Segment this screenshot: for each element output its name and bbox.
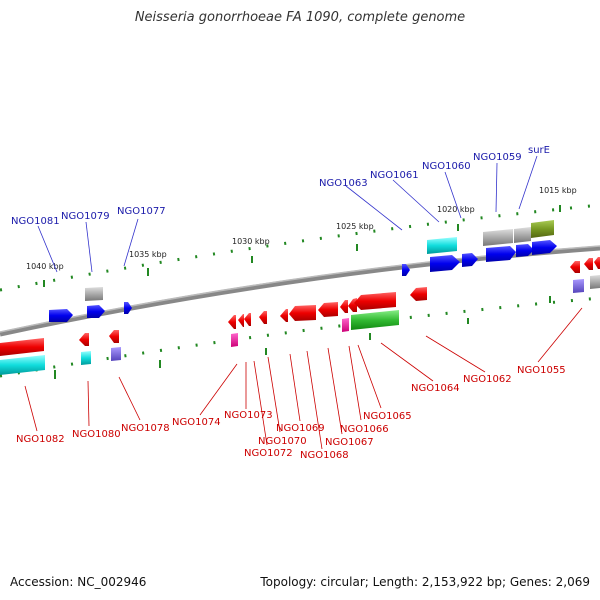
gene-arrow[interactable] xyxy=(244,313,251,326)
gene-arrow[interactable] xyxy=(49,309,73,322)
gene-arrow[interactable] xyxy=(340,300,348,313)
gene-arrow[interactable] xyxy=(351,310,399,330)
gene-arrow[interactable] xyxy=(590,275,600,289)
gene-arrow[interactable] xyxy=(486,246,516,262)
gene-arrow[interactable] xyxy=(85,287,103,301)
genome-summary-text: Topology: circular; Length: 2,153,922 bp… xyxy=(260,575,590,589)
gene-label[interactable]: NGO1066 xyxy=(340,424,389,435)
gene-arrow[interactable] xyxy=(342,318,349,332)
bottom-leader-lines xyxy=(24,307,583,450)
gene-arrow[interactable] xyxy=(289,305,316,321)
gene-arrow[interactable] xyxy=(584,258,593,270)
gene-arrow[interactable] xyxy=(410,287,427,301)
gene-label[interactable]: NGO1068 xyxy=(300,450,349,461)
scale-label: 1020 kbp xyxy=(437,205,475,214)
scale-label: 1025 kbp xyxy=(336,222,374,231)
scale-label: 1035 kbp xyxy=(129,250,167,259)
gene-arrow[interactable] xyxy=(402,264,410,276)
gene-arrow[interactable] xyxy=(354,292,396,310)
gene-arrow[interactable] xyxy=(109,330,119,343)
gene-arrow[interactable] xyxy=(79,333,89,346)
gene-arrow[interactable] xyxy=(348,298,357,312)
gene-arrow[interactable] xyxy=(532,240,557,255)
gene-label[interactable]: NGO1082 xyxy=(16,434,65,445)
gene-arrow[interactable] xyxy=(570,261,580,273)
reverse-genes xyxy=(0,257,600,375)
gene-label[interactable]: NGO1059 xyxy=(473,152,522,163)
gene-label[interactable]: NGO1081 xyxy=(11,216,60,227)
gene-label[interactable]: NGO1073 xyxy=(224,410,273,421)
forward-genes xyxy=(49,220,600,322)
gene-label[interactable]: surE xyxy=(528,145,550,156)
gene-label[interactable]: NGO1060 xyxy=(422,161,471,172)
gene-label[interactable]: NGO1065 xyxy=(363,411,412,422)
gene-label[interactable]: NGO1077 xyxy=(117,206,166,217)
gene-arrow[interactable] xyxy=(124,302,132,314)
gene-label[interactable]: NGO1079 xyxy=(61,211,110,222)
gene-arrow[interactable] xyxy=(81,351,91,365)
gene-label[interactable]: NGO1064 xyxy=(411,383,460,394)
gene-label[interactable]: NGO1078 xyxy=(121,423,170,434)
gene-arrow[interactable] xyxy=(238,314,244,327)
gene-arrow[interactable] xyxy=(427,237,457,254)
accession-text: Accession: NC_002946 xyxy=(10,575,147,589)
gene-arrow[interactable] xyxy=(516,244,534,257)
map-title: Neisseria gonorrhoeae FA 1090, complete … xyxy=(134,10,466,25)
gene-arrow[interactable] xyxy=(430,255,460,272)
gene-arrow[interactable] xyxy=(594,257,600,269)
gene-label[interactable]: NGO1069 xyxy=(276,423,325,434)
gene-label[interactable]: NGO1061 xyxy=(370,170,419,181)
gene-arrow[interactable] xyxy=(87,305,105,318)
gene-label[interactable]: NGO1062 xyxy=(463,374,512,385)
gene-label[interactable]: NGO1070 xyxy=(258,436,307,447)
top-leader-lines xyxy=(37,155,538,273)
gene-arrow[interactable] xyxy=(228,315,236,329)
gene-label[interactable]: NGO1080 xyxy=(72,429,121,440)
gene-arrow[interactable] xyxy=(111,347,121,361)
gene-arrow[interactable] xyxy=(483,229,513,246)
gene-arrow[interactable] xyxy=(0,338,44,356)
gene-arrow[interactable] xyxy=(318,302,338,317)
gene-arrow[interactable] xyxy=(514,227,531,243)
gene-arrow[interactable] xyxy=(462,253,478,267)
major-ticks xyxy=(43,205,561,379)
gene-arrow[interactable] xyxy=(0,355,45,375)
gene-arrow[interactable] xyxy=(259,311,267,324)
scale-label: 1015 kbp xyxy=(539,186,577,195)
gene-arrow[interactable] xyxy=(231,333,238,347)
gene-arrow[interactable] xyxy=(573,279,584,293)
gene-label[interactable]: NGO1067 xyxy=(325,437,374,448)
gene-label[interactable]: NGO1063 xyxy=(319,178,368,189)
gene-label[interactable]: NGO1072 xyxy=(244,448,293,459)
gene-arrow[interactable] xyxy=(280,309,288,322)
scale-label: 1030 kbp xyxy=(232,237,270,246)
gene-arrow[interactable] xyxy=(531,220,554,238)
gene-label[interactable]: NGO1074 xyxy=(172,417,221,428)
scale-label: 1040 kbp xyxy=(26,262,64,271)
gene-label[interactable]: NGO1055 xyxy=(517,365,566,376)
